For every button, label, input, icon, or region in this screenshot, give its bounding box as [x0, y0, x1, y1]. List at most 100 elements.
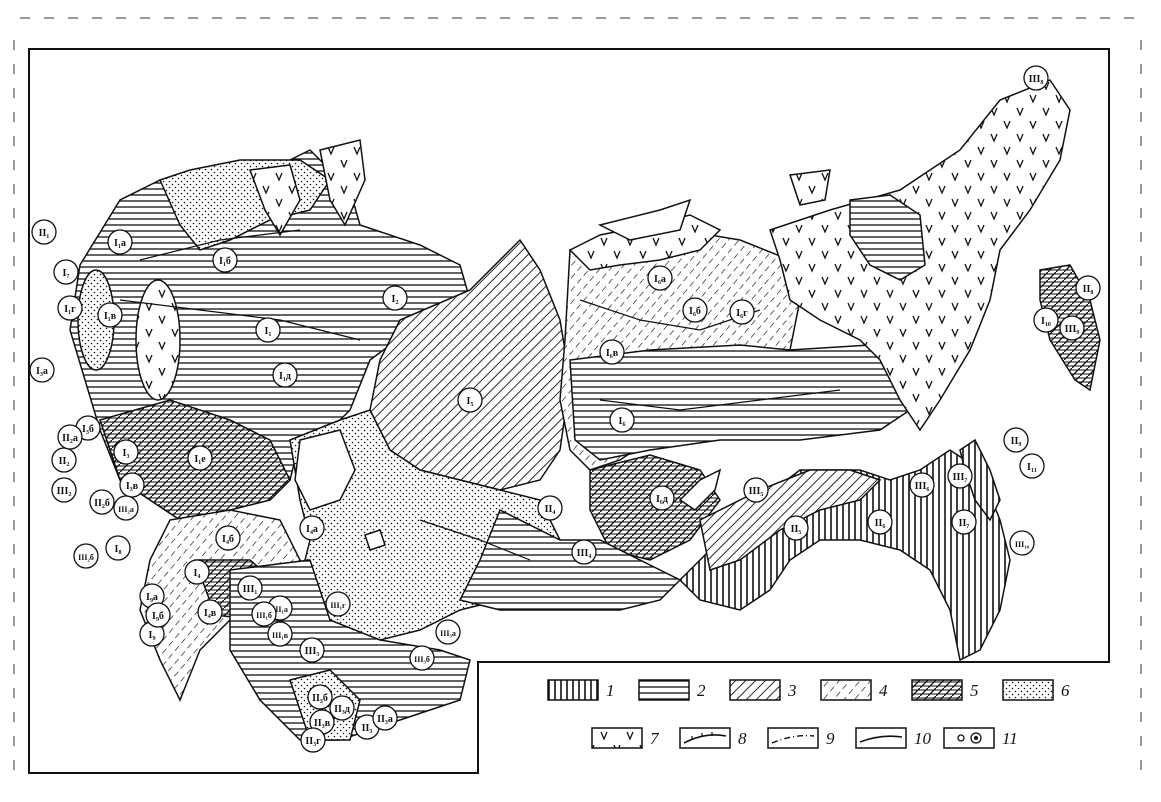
- region-label-text: III₃: [305, 646, 320, 657]
- region-label-circle: [435, 619, 461, 645]
- boundary-lines: [119, 229, 841, 561]
- region-label-text: III₆: [915, 481, 930, 492]
- region-label-circle: [1003, 427, 1029, 453]
- region-label: III₃: [299, 637, 325, 663]
- region-label: I₆г: [729, 299, 755, 325]
- region-label: I₆б: [682, 297, 708, 323]
- region-label-text: III₁б: [256, 611, 272, 620]
- region-label-text: II₉: [1011, 436, 1022, 447]
- region-label: II₂: [51, 447, 77, 473]
- caspian-sea: [294, 429, 356, 511]
- legend-item-10: 10: [855, 727, 932, 749]
- region-label: I₆а: [647, 265, 673, 291]
- region-label-circle: [682, 297, 708, 323]
- region-label-circle: [113, 495, 139, 521]
- region-label-circle: [1009, 530, 1035, 556]
- region-label: I₅: [457, 387, 483, 413]
- region-label-circle: [251, 601, 277, 627]
- region-label: II₃г: [300, 727, 326, 753]
- region-label-text: II₃в: [314, 718, 331, 729]
- region-label: I₁₀: [1033, 307, 1059, 333]
- region-label: I₂: [382, 285, 408, 311]
- legend-swatch: [1002, 679, 1054, 701]
- legend-number: 11: [1002, 729, 1018, 748]
- region-label: II₈: [1075, 275, 1101, 301]
- region-label-circle: [783, 515, 809, 541]
- region-label: II₇: [951, 509, 977, 535]
- region-label-circle: [255, 317, 281, 343]
- region-label: I₁: [255, 317, 281, 343]
- region-label-text: I₁б: [219, 256, 231, 267]
- region-label-text: II₁: [39, 228, 50, 239]
- legend-item-2: 2: [638, 679, 706, 701]
- region-label: III₂: [51, 477, 77, 503]
- region-label-text: II₆: [875, 518, 886, 529]
- region-label: I₉: [139, 621, 165, 647]
- region-label-circle: [951, 509, 977, 535]
- region-label-text: III₄: [577, 548, 592, 559]
- legend-number: 10: [914, 729, 932, 748]
- region-label: II₁: [31, 219, 57, 245]
- region-label: III₁₀: [1009, 530, 1035, 556]
- region-label-text: II₃д: [334, 704, 350, 715]
- region-labels: I₁I₁аI₁бI₁вI₁гI₁дI₁еI₂I₃I₃аI₃бI₃вI₄I₄аI₄…: [29, 65, 1101, 753]
- region-label-text: I₁д: [279, 371, 291, 382]
- legend-symbol: [957, 734, 965, 742]
- region-label-text: I₁в: [104, 311, 117, 322]
- region-label-circle: [909, 472, 935, 498]
- legend-item-8: 8: [679, 727, 747, 749]
- region-label-text: I₆в: [606, 348, 619, 359]
- legend-number: 1: [606, 681, 615, 700]
- region-label: I₁а: [107, 229, 133, 255]
- legend-symbol: [859, 735, 903, 743]
- region-label: II₃б: [307, 684, 333, 710]
- region-label: II₅: [783, 515, 809, 541]
- region-label-circle: [97, 302, 123, 328]
- region-label-circle: [1023, 65, 1049, 91]
- legend-number: 7: [650, 729, 660, 748]
- region-label-text: I₃в: [126, 481, 139, 492]
- region-label-circle: [329, 695, 355, 721]
- region-label-text: III₈: [1029, 74, 1044, 85]
- legend-item-7: 7: [591, 727, 660, 749]
- region-label-text: III₅: [749, 486, 764, 497]
- region-label-text: I₆б: [689, 306, 701, 317]
- region-label: I₈: [105, 535, 131, 561]
- region-label-circle: [325, 591, 351, 617]
- region-label-text: I₆: [619, 416, 626, 427]
- region-label: I₄а: [299, 515, 325, 541]
- region-label: I₁е: [187, 445, 213, 471]
- scan-edge-marks: [13, 17, 1142, 780]
- region-label-circle: [57, 424, 83, 450]
- region-label: II₃д: [329, 695, 355, 721]
- region-arctic-islands: [597, 198, 692, 241]
- region-label-circle: [29, 357, 55, 383]
- legend-swatch: [767, 727, 819, 749]
- region-label-text: I₉: [149, 630, 156, 641]
- legend-symbol: [974, 736, 978, 740]
- legend-item-4: 4: [820, 679, 888, 701]
- region-label-circle: [571, 539, 597, 565]
- region-label-circle: [307, 684, 333, 710]
- region-label-circle: [237, 575, 263, 601]
- region-label-circle: [299, 515, 325, 541]
- region-label-text: II₃: [362, 723, 373, 734]
- region-label: I₁д: [272, 362, 298, 388]
- region-label: II₄: [537, 495, 563, 521]
- region-label-text: I₈: [115, 544, 122, 555]
- region-label-circle: [107, 229, 133, 255]
- legend-swatch: [943, 727, 995, 749]
- region-label-circle: [184, 559, 210, 585]
- region-label-circle: [947, 463, 973, 489]
- region-label-text: III₁: [243, 584, 258, 595]
- region-label-circle: [89, 489, 115, 515]
- region-label-text: III₂а: [118, 505, 134, 514]
- legend-number: 6: [1061, 681, 1070, 700]
- region-label-circle: [267, 621, 293, 647]
- region-label-circle: [272, 362, 298, 388]
- region-label-circle: [729, 299, 755, 325]
- region-label: III₁б: [251, 601, 277, 627]
- aral-sea: [364, 529, 386, 551]
- region-label-text: I₆д: [656, 494, 668, 505]
- region-label: II₂а: [57, 424, 83, 450]
